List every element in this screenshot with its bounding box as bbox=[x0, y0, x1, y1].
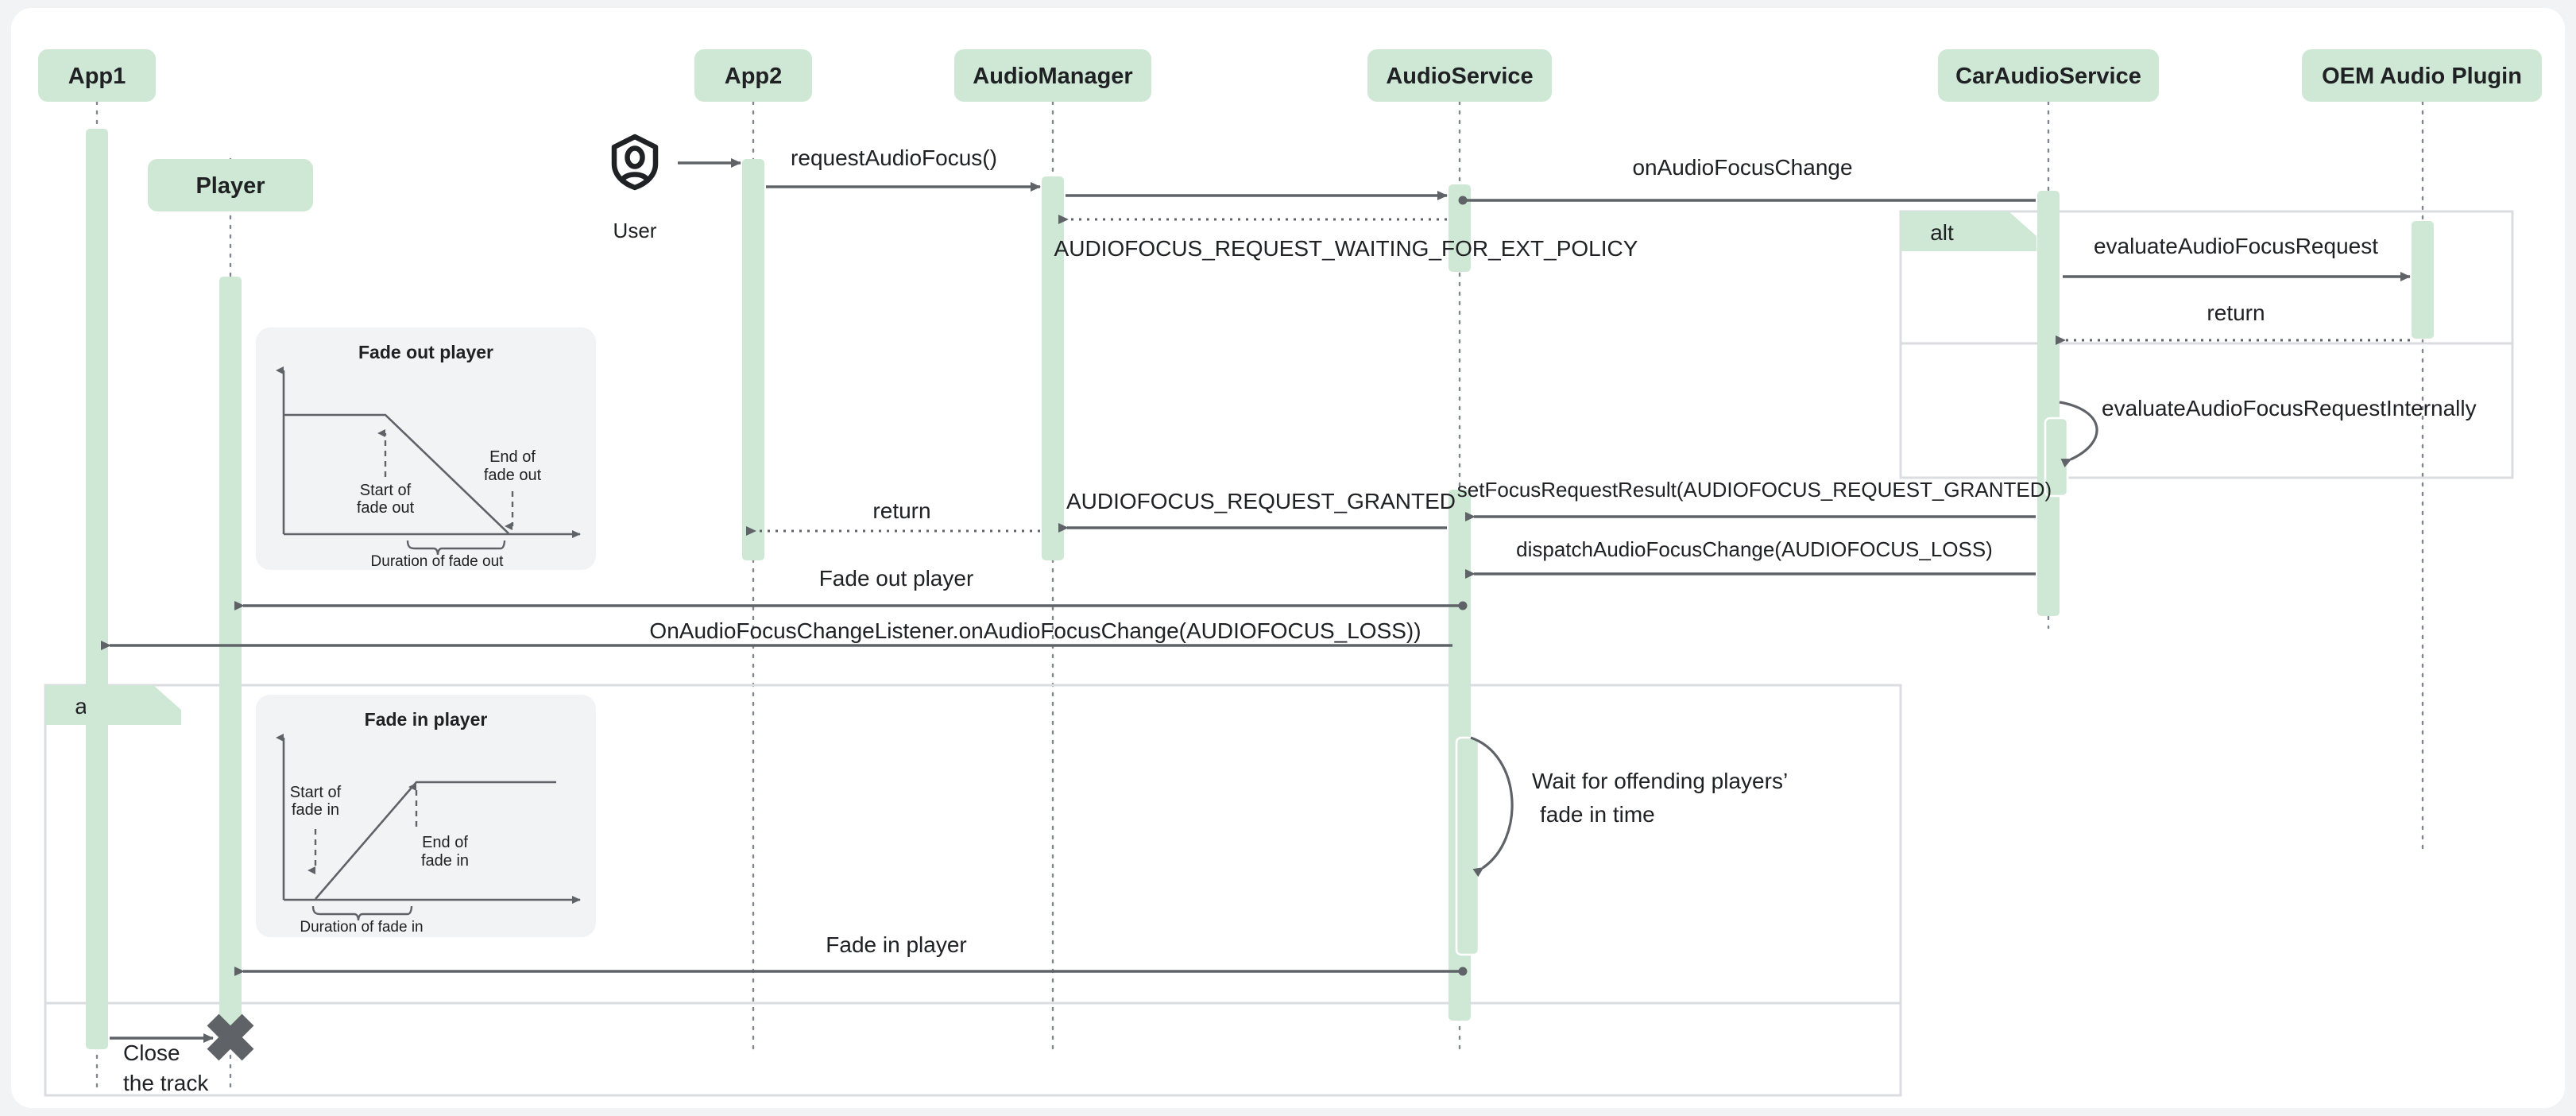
message-onAudioFocusChangeListener: OnAudioFocusChangeListener.onAudioFocusC… bbox=[101, 618, 1452, 650]
fragment-alt-right: alt bbox=[1899, 210, 2514, 479]
activation-caraudioservice-nested bbox=[2044, 417, 2069, 498]
participant-audioservice[interactable]: AudioService bbox=[1367, 49, 1552, 102]
message-dispatchAudioFocusChange: dispatchAudioFocusChange(AUDIOFOCUS_LOSS… bbox=[1465, 537, 2036, 579]
inset-fade-in-start-line2: fade in bbox=[292, 801, 339, 819]
message-return-oem-label: return bbox=[2207, 300, 2265, 325]
participant-app1[interactable]: App1 bbox=[38, 49, 156, 102]
participant-caraudioservice[interactable]: CarAudioService bbox=[1938, 49, 2159, 102]
inset-fade-in-chart: Fade in player Start of fade in End of f… bbox=[256, 695, 596, 937]
fragment-alt-right-label: alt bbox=[1930, 220, 1954, 245]
message-wait-fade-in-label-line1: Wait for offending players’ bbox=[1532, 769, 1788, 793]
message-return-audiomanager: return bbox=[746, 498, 1040, 536]
message-close-the-track: Close the track bbox=[110, 1013, 254, 1095]
participant-audiomanager[interactable]: AudioManager bbox=[954, 49, 1151, 102]
message-requestAudioFocus-label: requestAudioFocus() bbox=[791, 145, 997, 170]
participant-app2-label: App2 bbox=[725, 64, 783, 89]
activation-audioservice-nested bbox=[1455, 736, 1480, 956]
activation-bars bbox=[86, 129, 2434, 1049]
message-request-granted-label: AUDIOFOCUS_REQUEST_GRANTED bbox=[1066, 489, 1456, 513]
inset-fade-out-start-line2: fade out bbox=[357, 499, 415, 517]
activation-app2 bbox=[742, 159, 764, 560]
message-onAudioFocusChangeListener-label: OnAudioFocusChangeListener.onAudioFocusC… bbox=[649, 618, 1421, 643]
participant-app1-label: App1 bbox=[68, 64, 126, 89]
inset-fade-in-end-line2: fade in bbox=[421, 852, 469, 870]
message-waiting-for-ext-policy: AUDIOFOCUS_REQUEST_WAITING_FOR_EXT_POLIC… bbox=[1054, 215, 1638, 261]
message-waiting-for-ext-policy-label: AUDIOFOCUS_REQUEST_WAITING_FOR_EXT_POLIC… bbox=[1054, 236, 1638, 261]
message-close-the-track-label-line1: Close bbox=[123, 1040, 180, 1065]
inset-fade-in-start-line1: Start of bbox=[290, 784, 342, 801]
participant-oemplugin-label: OEM Audio Plugin bbox=[2322, 64, 2522, 89]
message-fade-in-player-label: Fade in player bbox=[826, 932, 966, 957]
activation-audiomanager bbox=[1042, 176, 1064, 560]
inset-fade-in-end-line1: End of bbox=[422, 834, 468, 851]
message-close-the-track-label-line2: the track bbox=[123, 1071, 209, 1095]
message-onAudioFocusChange: onAudioFocusChange bbox=[1458, 155, 2036, 205]
participant-caraudioservice-label: CarAudioService bbox=[1955, 64, 2141, 89]
message-evaluateAudioFocusRequest-label: evaluateAudioFocusRequest bbox=[2094, 234, 2378, 258]
inset-fade-in-title: Fade in player bbox=[365, 709, 488, 730]
message-evaluateAudioFocusRequestInternally: evaluateAudioFocusRequestInternally bbox=[2059, 396, 2477, 468]
inset-fade-out-duration: Duration of fade out bbox=[371, 553, 505, 570]
activation-audioservice bbox=[1449, 184, 1471, 272]
message-fade-out-player-label: Fade out player bbox=[819, 566, 974, 591]
message-onAudioFocusChange-label: onAudioFocusChange bbox=[1632, 155, 1852, 180]
user-shield-icon bbox=[611, 134, 659, 191]
inset-fade-in-duration: Duration of fade in bbox=[300, 919, 423, 936]
inset-fade-out-start-line1: Start of bbox=[360, 482, 412, 499]
inset-fade-out-title: Fade out player bbox=[358, 342, 493, 362]
message-request-granted: AUDIOFOCUS_REQUEST_GRANTED bbox=[1058, 489, 1456, 533]
message-evaluateAudioFocusRequestInternally-label: evaluateAudioFocusRequestInternally bbox=[2102, 396, 2477, 420]
message-dispatchAudioFocusChange-label: dispatchAudioFocusChange(AUDIOFOCUS_LOSS… bbox=[1516, 537, 1993, 561]
destroy-x-icon bbox=[207, 1013, 254, 1061]
fragment-alt-left: alt bbox=[44, 684, 1902, 1097]
message-setFocusRequestResult-label: setFocusRequestResult(AUDIOFOCUS_REQUEST… bbox=[1457, 478, 2052, 502]
inset-fade-out-end-line2: fade out bbox=[484, 467, 542, 484]
message-requestAudioFocus: requestAudioFocus() bbox=[678, 145, 997, 170]
message-wait-fade-in-label-line2: fade in time bbox=[1540, 802, 1655, 827]
participant-audiomanager-label: AudioManager bbox=[973, 64, 1132, 89]
inset-fade-out-chart: Fade out player Start of fade out End of… bbox=[256, 327, 596, 570]
participant-player-label: Player bbox=[195, 173, 265, 199]
message-evaluateAudioFocusRequest: evaluateAudioFocusRequest bbox=[2063, 234, 2411, 281]
activation-player bbox=[219, 277, 242, 1049]
activation-app1 bbox=[86, 129, 108, 1049]
activation-caraudioservice bbox=[2037, 191, 2060, 616]
message-return-audiomanager-label: return bbox=[872, 498, 930, 523]
message-wait-fade-in: Wait for offending players’ fade in time bbox=[1470, 736, 1788, 878]
participant-player[interactable]: Player bbox=[148, 159, 313, 211]
inset-fade-out-end-line1: End of bbox=[489, 448, 536, 466]
actor-user: User bbox=[611, 134, 659, 242]
participant-app2[interactable]: App2 bbox=[694, 49, 812, 102]
participant-oemplugin[interactable]: OEM Audio Plugin bbox=[2302, 49, 2542, 102]
message-fade-out-player: Fade out player bbox=[234, 566, 1468, 610]
message-setFocusRequestResult: setFocusRequestResult(AUDIOFOCUS_REQUEST… bbox=[1457, 478, 2052, 521]
participant-audioservice-label: AudioService bbox=[1386, 64, 1533, 89]
message-fade-in-player: Fade in player bbox=[234, 932, 1468, 976]
activation-oemplugin bbox=[2412, 221, 2434, 339]
message-return-oem: return bbox=[2056, 300, 2410, 345]
actor-user-label: User bbox=[613, 219, 657, 242]
participant-boxes: App1 Player App2 AudioManager AudioServi… bbox=[38, 49, 2542, 211]
